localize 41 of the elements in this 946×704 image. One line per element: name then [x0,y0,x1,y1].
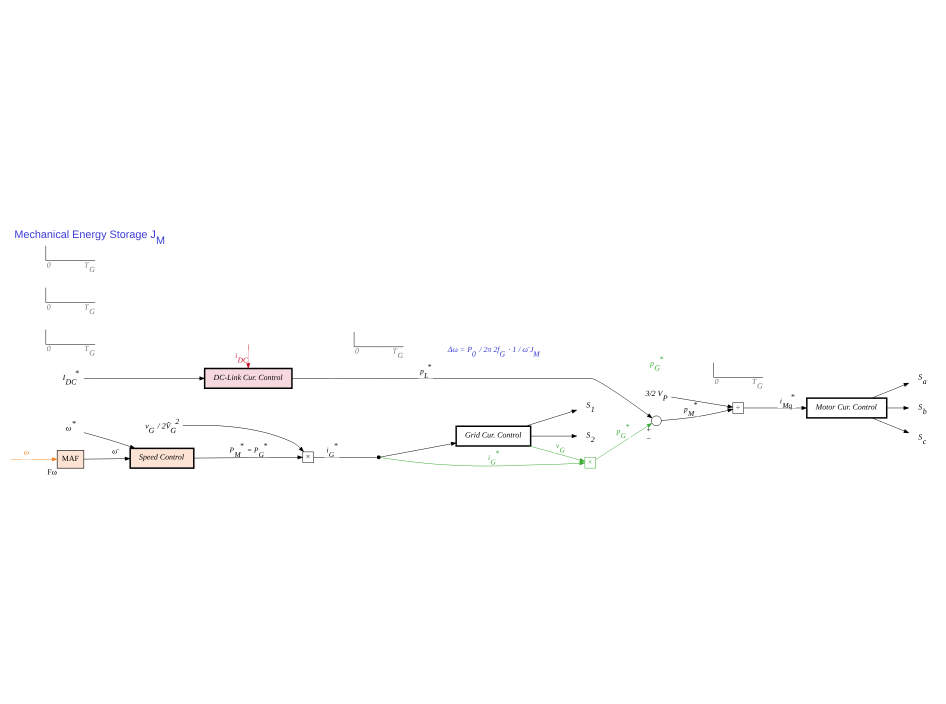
arrow [84,456,130,460]
node-label: − [646,433,651,442]
node-label: + [646,424,651,434]
label: 0 [46,344,51,353]
arrow [246,343,250,368]
node-box: ÷ [732,402,744,414]
arrow [182,424,304,452]
arrow [661,408,733,420]
label: 0 [355,346,359,356]
arrow [872,417,910,433]
arrow [596,422,652,460]
node-box: Speed Control [129,447,195,468]
node-label: Fω [47,466,57,476]
arrow [292,378,652,418]
arrow [10,456,58,461]
node-circle [376,454,381,459]
arrow [525,409,578,426]
edge-label: ω̄ [112,446,118,456]
node-box: MAF [56,450,84,468]
label: 0 [46,260,51,269]
arrow [744,406,807,410]
arrow [529,445,586,462]
arrow [84,376,205,380]
arrow [194,454,303,459]
arrow [84,432,136,448]
label: 0 [46,302,51,311]
label: 0 [714,376,719,386]
connector [313,456,378,458]
arrow [380,456,585,466]
arrow [872,382,910,398]
edge-label: ω [24,447,30,456]
arrow [671,396,734,408]
node-box: × [302,451,314,462]
node-box: × [584,456,596,468]
node-box: Grid Cur. Control [455,425,532,446]
node-circle [651,415,662,426]
node-box: DC-Link Cur. Control [204,367,293,388]
arrow [380,441,456,457]
arrow [886,406,910,410]
arrow [530,434,578,438]
node-box: Motor Cur. Control [806,396,888,418]
